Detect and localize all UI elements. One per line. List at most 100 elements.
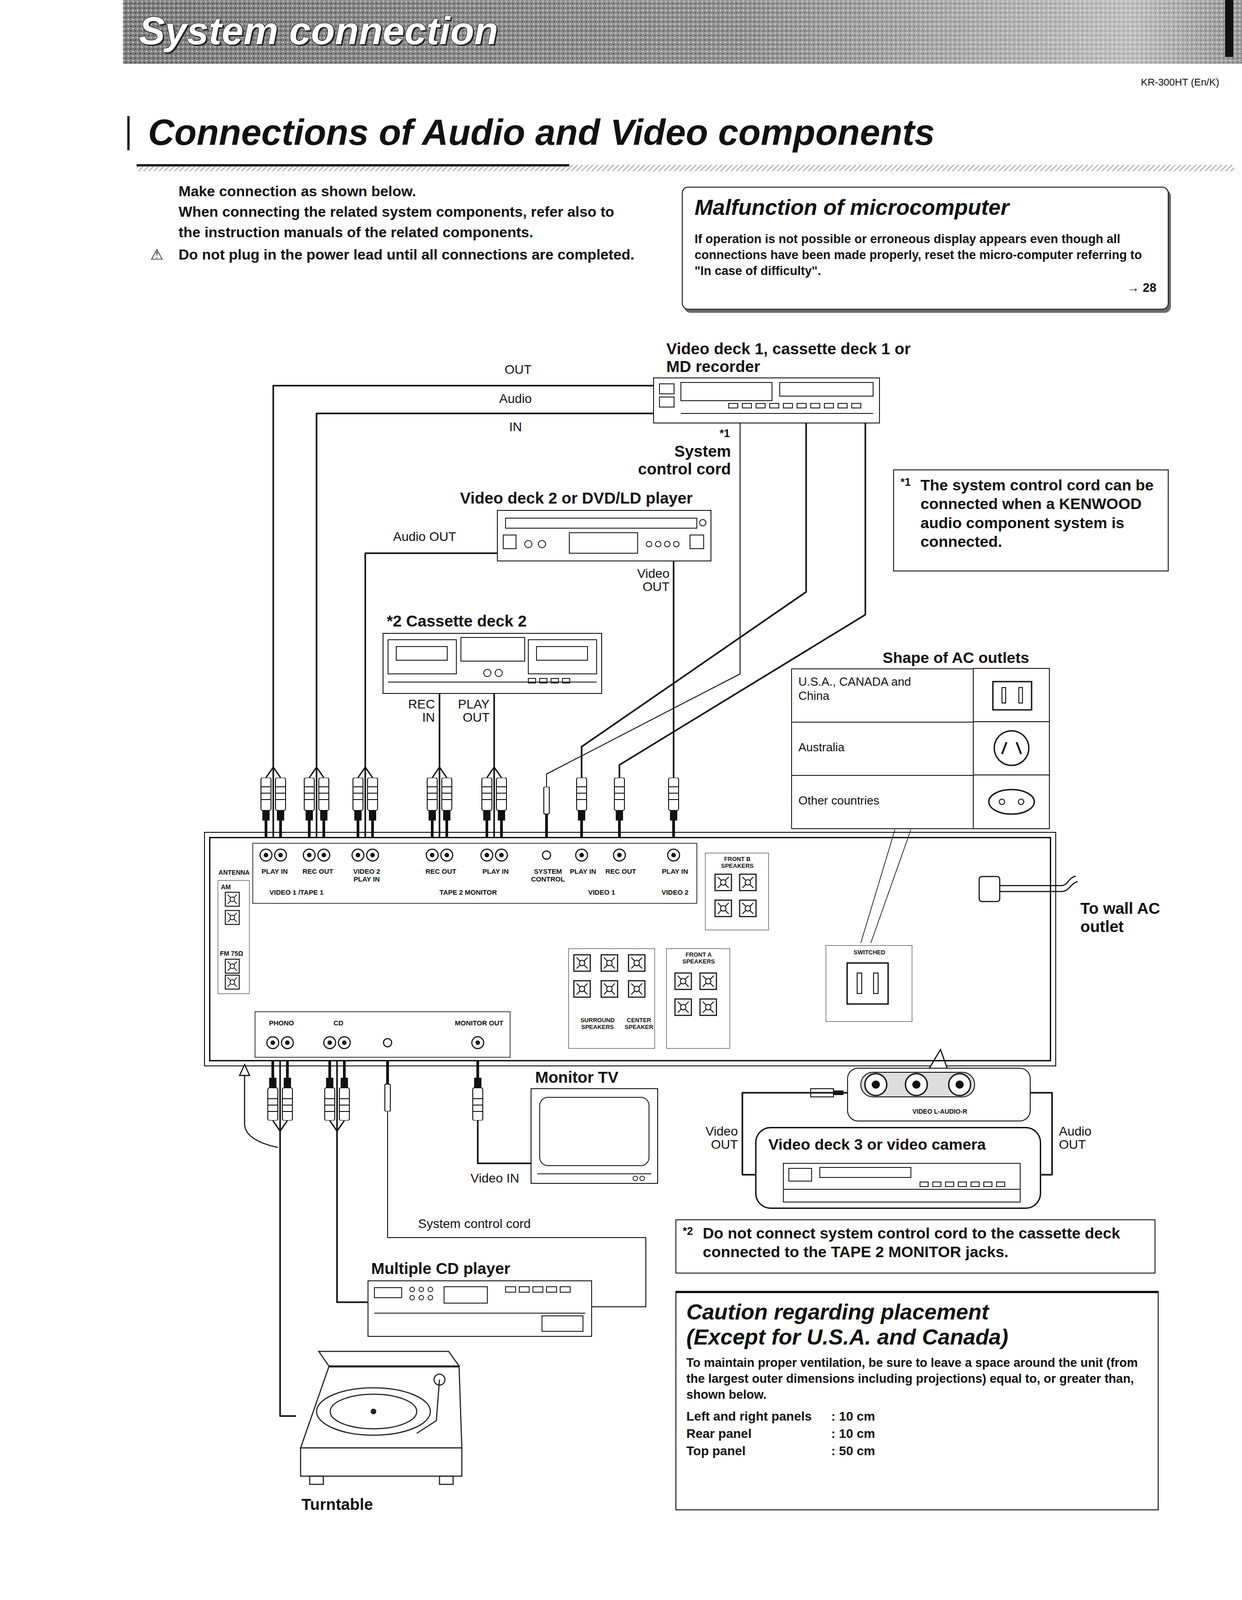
header-band: [1225, 0, 1234, 57]
front-jack-drawing: [912, 1080, 921, 1089]
video-deck-3: Video deck 3 or video camera: [755, 1127, 1042, 1210]
text-label: KR-300HT (En/K): [1140, 76, 1220, 88]
cassette-deck-drawing: [460, 637, 525, 662]
node-heading: *2: [682, 1225, 694, 1238]
node-heading: Caution regarding placement (Except for …: [686, 1299, 1065, 1350]
speaker-terminal: [225, 892, 240, 907]
speaker-terminal: [628, 981, 645, 998]
node-heading: FRONT A SPEAKERS: [669, 951, 729, 966]
front-jack-drawing: [948, 1073, 971, 1096]
ac-outlet: [847, 963, 889, 1005]
plug-fork: [272, 1120, 345, 1132]
cd-player-drawing: [505, 1287, 516, 1293]
receiver-chassis: [204, 832, 1056, 1067]
rca-plug: [576, 777, 587, 838]
power-cord: [999, 876, 1076, 886]
title-rule: [136, 164, 1235, 172]
header-band: [122, 0, 1242, 64]
node-heading: Shape of AC outlets: [882, 649, 1065, 667]
text-label: Do not plug in the power lead until all …: [178, 244, 639, 266]
node-text: Top panel: [686, 1444, 746, 1459]
node-text: CD: [315, 1019, 362, 1028]
outlet-shapes: [860, 668, 1050, 944]
node-text: : 10 cm: [831, 1426, 876, 1442]
power-cord: [979, 876, 1078, 902]
speaker-terminal: [573, 981, 591, 998]
video-camera-drawing: [788, 1168, 812, 1182]
cd-player-drawing: [541, 1316, 583, 1332]
text-label: Make connection as shown below.: [178, 181, 639, 202]
node-text: MONITOR OUT: [444, 1019, 514, 1028]
node-text: VIDEO 1 /TAPE 1: [250, 888, 343, 897]
cable: [742, 1093, 848, 1176]
video-deck-drawing: [659, 397, 675, 408]
outlet-shapes: [1001, 687, 1006, 704]
cd-player-drawing: [444, 1287, 488, 1304]
node-heading: FRONT B SPEAKERS: [707, 856, 767, 870]
jack: [575, 849, 588, 862]
dvd-player-drawing: [655, 541, 661, 547]
node-text: PLAY IN: [654, 867, 696, 876]
cassette-deck-drawing: [388, 637, 597, 684]
video-deck-drawing: [838, 403, 848, 409]
ac-outlet: [847, 963, 889, 1005]
tv-drawing: [633, 1176, 638, 1181]
rca-plug: [318, 777, 329, 838]
video-deck-drawing: [769, 403, 779, 409]
text-label: To wall AC outlet: [1080, 899, 1181, 937]
video-camera-drawing: [958, 1182, 967, 1187]
outlet-shapes: [973, 721, 1050, 776]
title-rule: [136, 164, 570, 167]
node-text: If operation is not possible or erroneou…: [694, 231, 1155, 280]
text-label: OUT: [504, 362, 532, 378]
cassette-deck-drawing: [528, 639, 597, 675]
node-text: : 10 cm: [831, 1409, 876, 1425]
video-deck-drawing: [756, 403, 766, 409]
node-heading: Multiple CD player: [371, 1259, 599, 1278]
cd-player-drawing: [428, 1287, 433, 1293]
cd-player-drawing: [374, 1313, 586, 1314]
table-cell: U.S.A., CANADA and China: [791, 669, 974, 723]
header-band: [122, 0, 1242, 64]
table-cell: Australia: [791, 722, 974, 776]
front-jack-drawing: [929, 1049, 948, 1069]
speaker-terminal: [225, 975, 240, 990]
outlet-shapes: [1018, 687, 1023, 704]
caution-box: Caution regarding placement (Except for …: [675, 1291, 1159, 1511]
cable: [280, 1061, 297, 1417]
speaker-terminal: [674, 999, 692, 1016]
speaker-terminal: [225, 874, 757, 1016]
outlet-shapes: [994, 730, 1029, 766]
jack: [323, 1037, 336, 1049]
note-box: Malfunction of microcomputerIf operation…: [681, 186, 1169, 310]
video-deck-2: Video deck 2 or DVD/LD player: [496, 510, 712, 562]
cd-player-drawing: [374, 1287, 586, 1332]
video-deck-drawing: [680, 382, 772, 401]
tv-drawing: [639, 1176, 645, 1181]
node-text: REC OUT: [295, 867, 341, 876]
text-label: When connecting the related system compo…: [178, 201, 639, 243]
outlet-shapes: [973, 668, 1050, 722]
node-heading: Turntable: [301, 1495, 439, 1514]
jack: [480, 849, 493, 862]
rca-plug: [481, 777, 492, 838]
jack: [667, 849, 680, 862]
text-label: System connection: [138, 8, 499, 54]
cassette-deck-2: *2 Cassette deck 2: [382, 633, 603, 695]
dvd-player-drawing: [524, 540, 532, 548]
dvd-player-drawing: [690, 535, 704, 549]
turntable-drawing: [371, 1409, 376, 1415]
outlet-shapes: [992, 681, 1032, 711]
node-text: SYSTEM CONTROL: [529, 867, 567, 884]
node-text: FM 75Ω: [219, 950, 249, 958]
cassette-deck-drawing: [396, 646, 448, 661]
rca-plug: [267, 1061, 278, 1121]
turntable-drawing: [316, 1388, 431, 1436]
cassette-deck-drawing: [539, 678, 547, 684]
video-camera-drawing: [945, 1182, 954, 1187]
rca-plug: [496, 777, 507, 838]
cable: [493, 694, 496, 838]
cd-player-drawing: [409, 1295, 415, 1301]
receiver-chassis: [204, 832, 1056, 1067]
